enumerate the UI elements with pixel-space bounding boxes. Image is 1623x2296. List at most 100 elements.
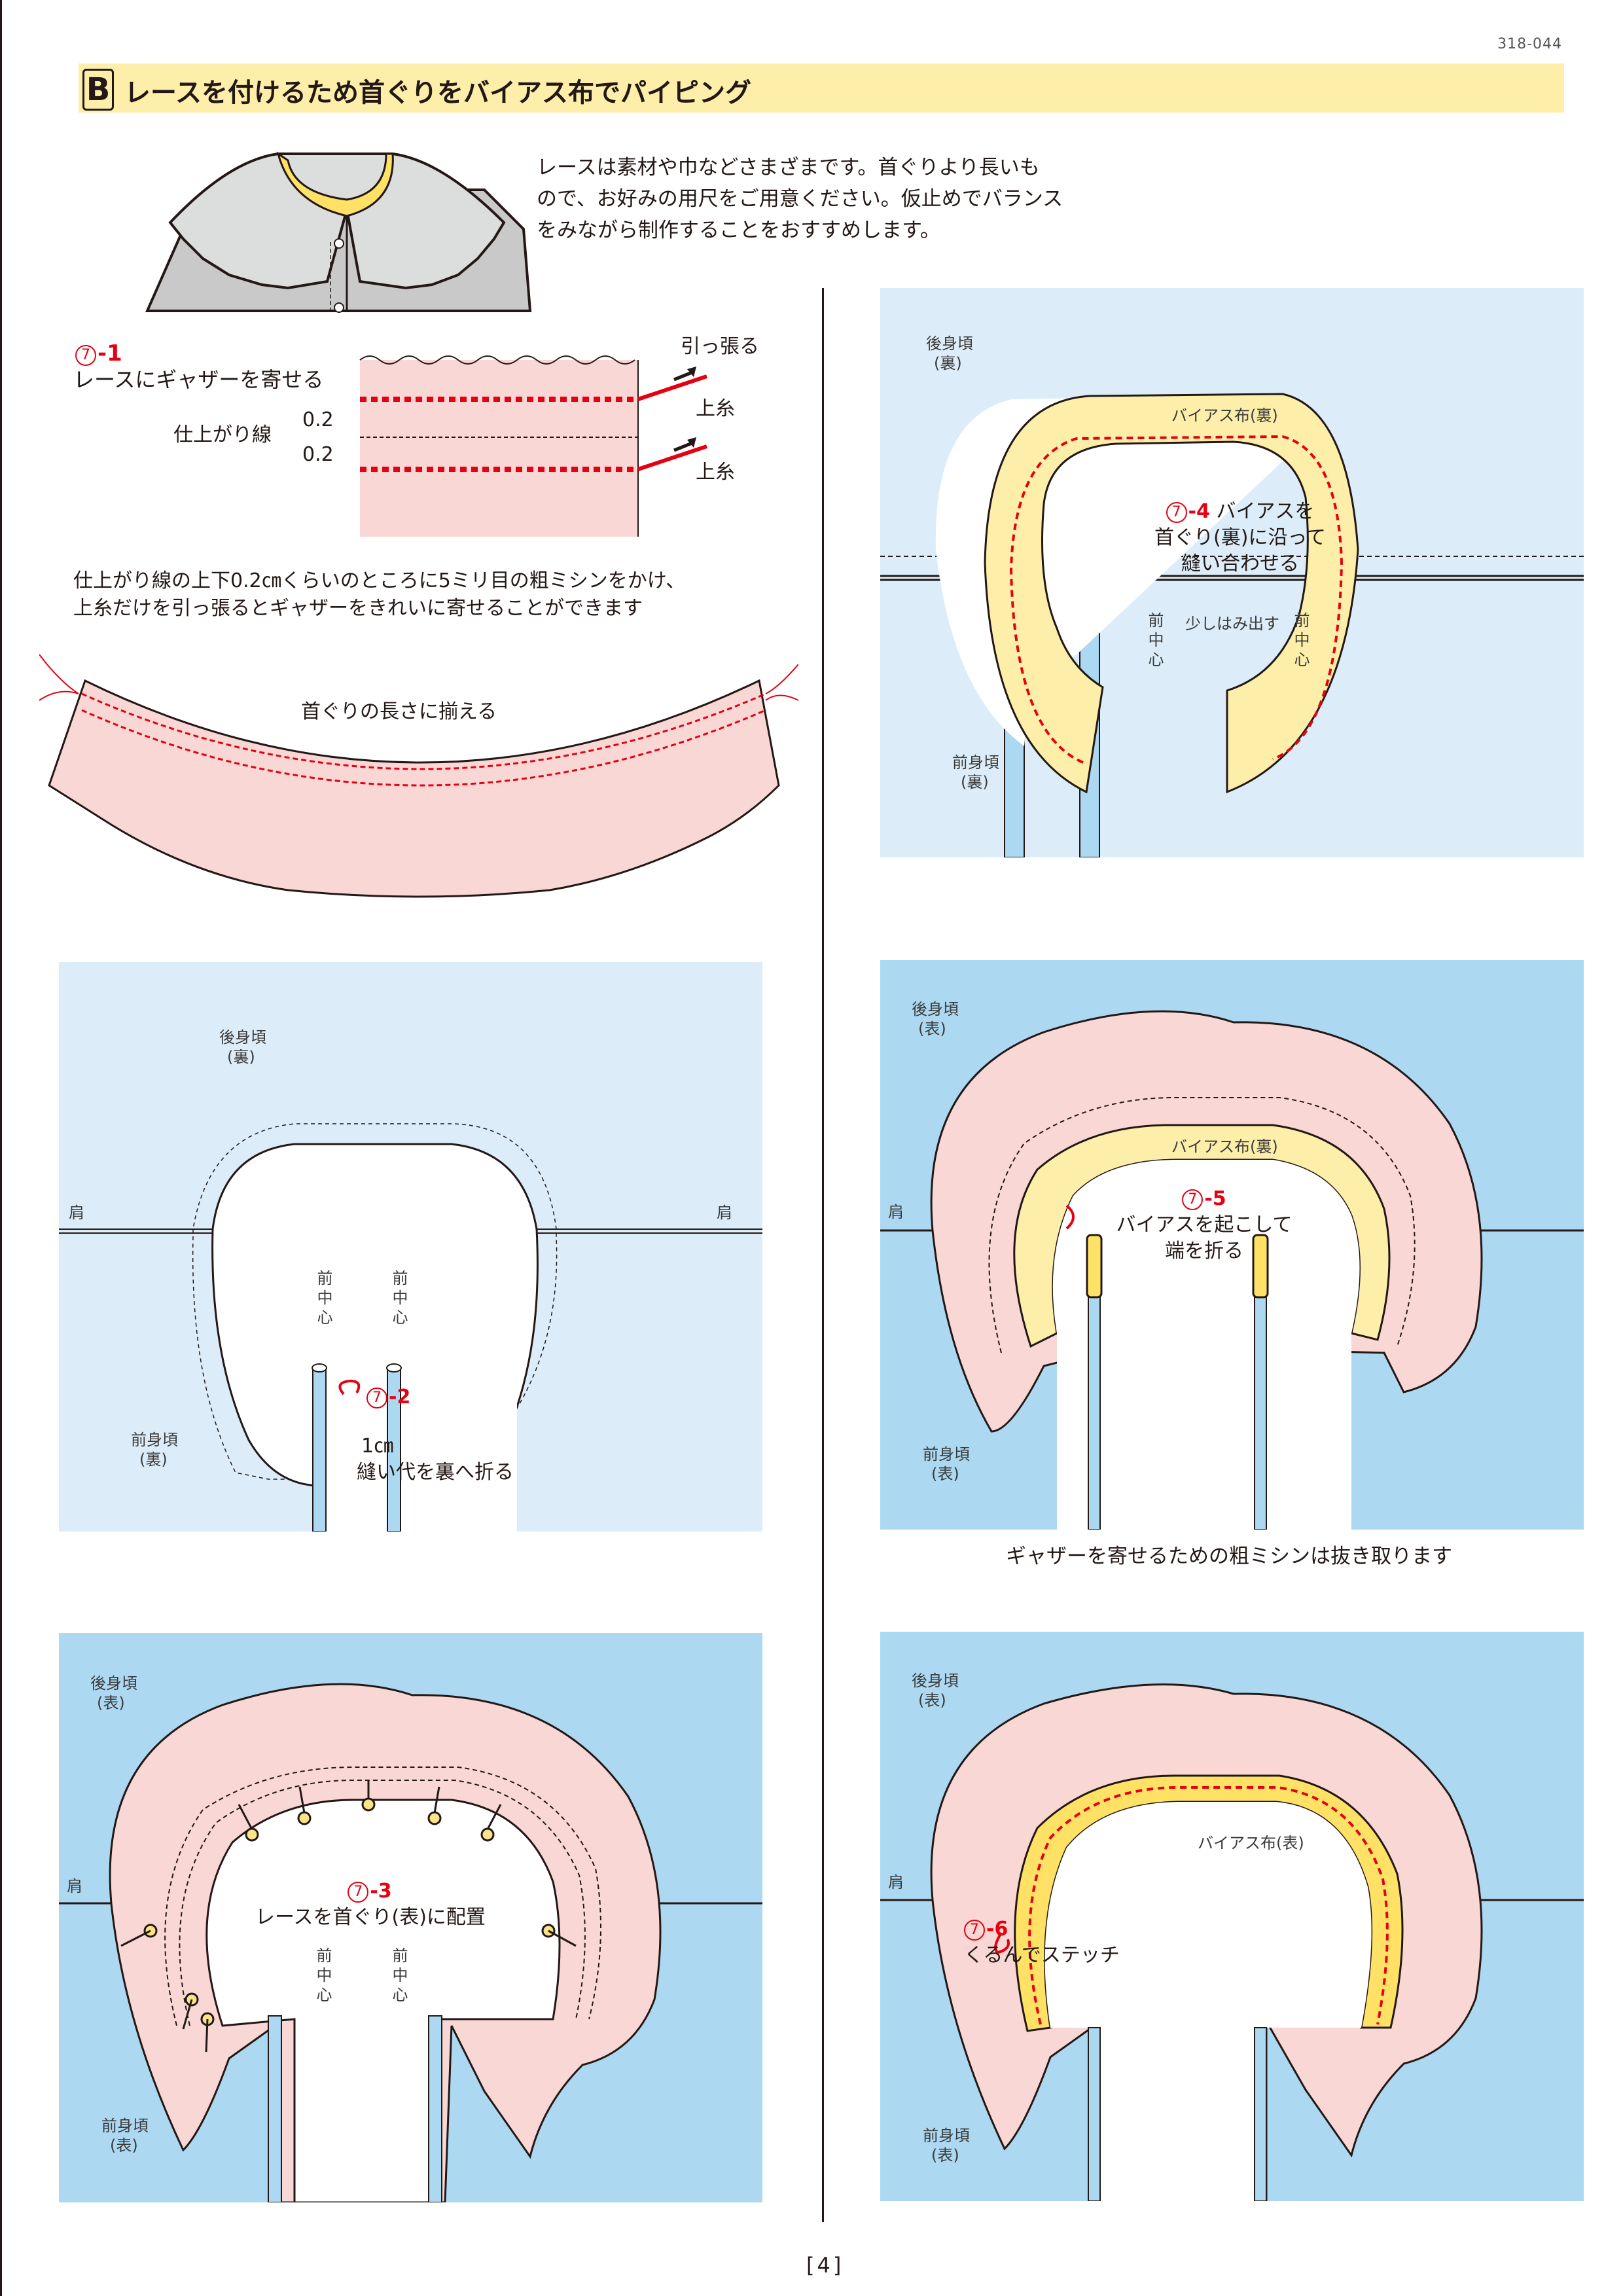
center-front-left: 前中心 — [1145, 612, 1164, 671]
page-edge-rule — [0, 0, 2, 2296]
front-side-label: (表) — [931, 1465, 959, 1483]
instruction-line: バイアスを起こして — [1116, 1213, 1293, 1236]
shoulder-left-label: 肩 — [69, 1204, 84, 1222]
document-id: 318-044 — [1497, 36, 1562, 52]
back-side-label: (表) — [918, 1020, 946, 1038]
center-front-right: 前中心 — [389, 1270, 408, 1329]
center-front-right: 前中心 — [1291, 612, 1310, 671]
back-body-label: 後身頃 — [90, 1674, 137, 1693]
garment-illustration — [145, 151, 532, 313]
step-suffix: -5 — [1204, 1187, 1226, 1210]
shoulder-left-label: 肩 — [888, 1203, 904, 1221]
shoulder-right-label: 肩 — [717, 1204, 732, 1222]
center-front-left: 前中心 — [314, 1270, 332, 1329]
back-body-label: 後身頃 — [912, 1672, 959, 1690]
wrap-arrow-icon — [994, 1931, 1010, 1954]
center-front-right: 前中心 — [389, 1947, 408, 2006]
step-circle-icon: 7 — [1182, 1189, 1204, 1210]
step-suffix: -1 — [98, 340, 122, 367]
intro-text: レースは素材や巾などさまざまです。首ぐりより長いも ので、お好みの用尺をご用意く… — [537, 152, 1126, 246]
intro-line: レースは素材や巾などさまざまです。首ぐりより長いも — [537, 156, 1040, 179]
folded-seam-allowance-left — [312, 1366, 327, 1532]
step-circle-icon: 7 — [75, 345, 96, 366]
step-circle-icon: 7 — [1166, 502, 1187, 523]
pins — [120, 1780, 577, 2053]
bias-label: バイアス布(裏) — [1171, 1138, 1278, 1156]
front-body-label: 前身頃 — [952, 753, 999, 772]
step-7-2-number: 7-2 — [366, 1384, 410, 1410]
match-neckline-label: 首ぐりの長さに揃える — [301, 700, 497, 723]
step-circle-icon: 7 — [348, 1882, 369, 1903]
lace-collar — [168, 152, 506, 290]
step-7-2-instruction: 縫い代を裏へ折る — [357, 1461, 514, 1484]
instruction-line: 縫い合わせる — [1181, 552, 1299, 575]
fold-arrow-icon — [338, 1379, 361, 1395]
panel-step-7-6: 後身頃 (表) 肩 バイアス布(表) 7-6 くるんでステッチ 前身頃 (表) — [880, 1632, 1584, 2201]
front-body-label: 前身頃 — [101, 2117, 149, 2135]
front-side-label: (表) — [931, 2146, 959, 2164]
front-body-label: 前身頃 — [131, 1431, 178, 1449]
back-body-label: 後身頃 — [926, 334, 973, 353]
section-badge: B — [82, 69, 114, 111]
intro-line: をみながら制作することをおすすめします。 — [537, 219, 940, 242]
shoulder-left-label: 肩 — [67, 1877, 82, 1895]
instruction-line: 首ぐり(裏)に沿って — [1154, 526, 1326, 549]
step-suffix: -6 — [986, 1918, 1008, 1941]
step-7-4-instruction: 7-4 バイアスを 首ぐり(裏)に沿って 縫い合わせる — [1135, 499, 1345, 577]
panel-step-7-2: 後身頃 (裏) 肩 肩 前中心 前中心 7-2 1㎝ 縫い代を裏へ折る 前身頃 … — [59, 962, 762, 1532]
front-side-label: (裏) — [139, 1450, 168, 1469]
step-suffix: -4 — [1188, 500, 1210, 523]
upper-thread-label-bottom: 上糸 — [696, 461, 735, 484]
pull-label: 引っ張る — [681, 335, 759, 358]
upper-thread-label-top: 上糸 — [696, 397, 735, 420]
bias-label: バイアス布(表) — [1198, 1834, 1304, 1852]
folded-bias-end-left — [1086, 1234, 1103, 1299]
measure-label: 1㎝ — [361, 1435, 394, 1458]
bias-strip — [984, 393, 1359, 794]
protrude-label: 少しはみ出す — [1185, 615, 1279, 633]
lace-gather-diagram — [359, 355, 707, 537]
page-number: [4] — [806, 2253, 844, 2278]
step-suffix: -2 — [389, 1386, 411, 1408]
step-circle-icon: 7 — [366, 1388, 387, 1408]
front-side-label: (裏) — [961, 773, 989, 791]
step-circle-icon: 7 — [964, 1920, 985, 1941]
fold-arrow-icon — [1065, 1204, 1075, 1230]
step-7-6-instruction: 7-6 くるんでステッチ — [964, 1916, 1120, 1969]
step-7-1-note-line-1: 仕上がり線の上下0.2㎝くらいのところに5ミリ目の粗ミシンをかけ、 — [73, 569, 686, 592]
bias-binding — [276, 151, 394, 217]
center-front-left: 前中心 — [313, 1947, 332, 2006]
instruction-line: 端を折る — [1165, 1240, 1243, 1263]
panel-step-7-5: 後身頃 (表) 肩 バイアス布(裏) 7-5 バイアスを起こして 端を折る 前身… — [880, 960, 1584, 1530]
panel-step-7-3: 後身頃 (表) 肩 7-3 レースを首ぐり(表)に配置 前中心 前中心 前身頃 … — [59, 1633, 762, 2202]
instruction-line: バイアスを — [1216, 500, 1315, 523]
step-7-1-title: レースにギャザーを寄せる — [73, 367, 324, 392]
step-7-5-instruction: 7-5 バイアスを起こして 端を折る — [1106, 1186, 1302, 1265]
instruction-line: くるんでステッチ — [964, 1944, 1120, 1967]
step-7-3-instruction: 7-3 レースを首ぐり(表)に配置 — [255, 1878, 486, 1931]
panel-step-7-4: 後身頃 (裏) バイアス布(裏) 7-4 バイアスを 首ぐり(裏)に沿って 縫い… — [880, 288, 1584, 857]
instruction-line: レースを首ぐり(表)に配置 — [255, 1906, 486, 1929]
front-body-label: 前身頃 — [923, 2126, 970, 2145]
offset-top: 0.2 — [302, 408, 334, 431]
folded-bias-end-right — [1252, 1234, 1269, 1299]
front-body-label: 前身頃 — [923, 1445, 970, 1463]
back-body-label: 後身頃 — [219, 1028, 266, 1047]
shoulder-left-label: 肩 — [888, 1873, 904, 1892]
finish-line-label: 仕上がり線 — [173, 423, 272, 446]
back-body-label: 後身頃 — [912, 1000, 959, 1018]
back-side-label: (裏) — [227, 1048, 255, 1066]
section-header: B レースを付けるため首ぐりをバイアス布でパイピング — [79, 63, 1564, 113]
step-7-1-number: 7-1 — [75, 340, 122, 367]
section-title: レースを付けるため首ぐりをバイアス布でパイピング — [124, 78, 751, 108]
front-side-label: (表) — [110, 2136, 138, 2155]
intro-line: ので、お好みの用尺をご用意ください。仮止めでバランス — [537, 187, 1063, 211]
gathered-lace-arc — [39, 654, 798, 898]
back-side-label: (表) — [97, 1694, 125, 1712]
stitch-line — [1028, 1786, 1389, 2025]
offset-bottom: 0.2 — [302, 443, 334, 466]
step-suffix: -3 — [370, 1880, 392, 1903]
back-side-label: (表) — [918, 1691, 946, 1710]
step-7-1-note-line-2: 上糸だけを引っ張るとギャザーをきれいに寄せることができます — [73, 597, 643, 620]
column-divider — [822, 288, 824, 2222]
